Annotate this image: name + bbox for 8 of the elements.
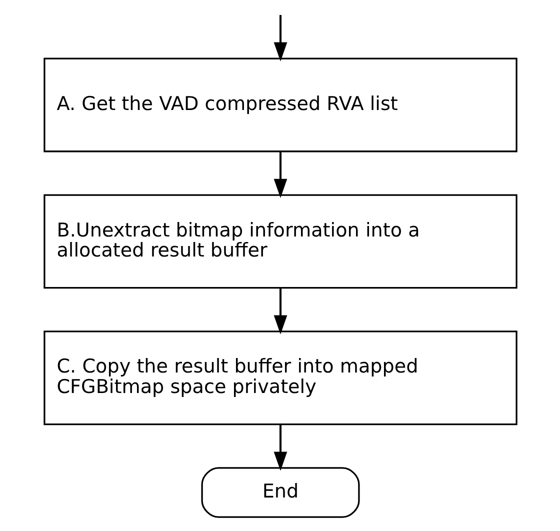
arrow <box>273 15 287 62</box>
node-box: A. Get the VAD compressed RVA list <box>43 58 517 152</box>
node-box: End <box>200 467 360 518</box>
node-box: C. Copy the result buffer into mapped CFGBitmap space privately <box>43 330 517 426</box>
arrow <box>273 288 287 334</box>
node-box: B.Unextract bitmap information into a allocated result buffer <box>43 194 517 289</box>
arrow <box>273 424 287 471</box>
arrow <box>273 152 287 198</box>
